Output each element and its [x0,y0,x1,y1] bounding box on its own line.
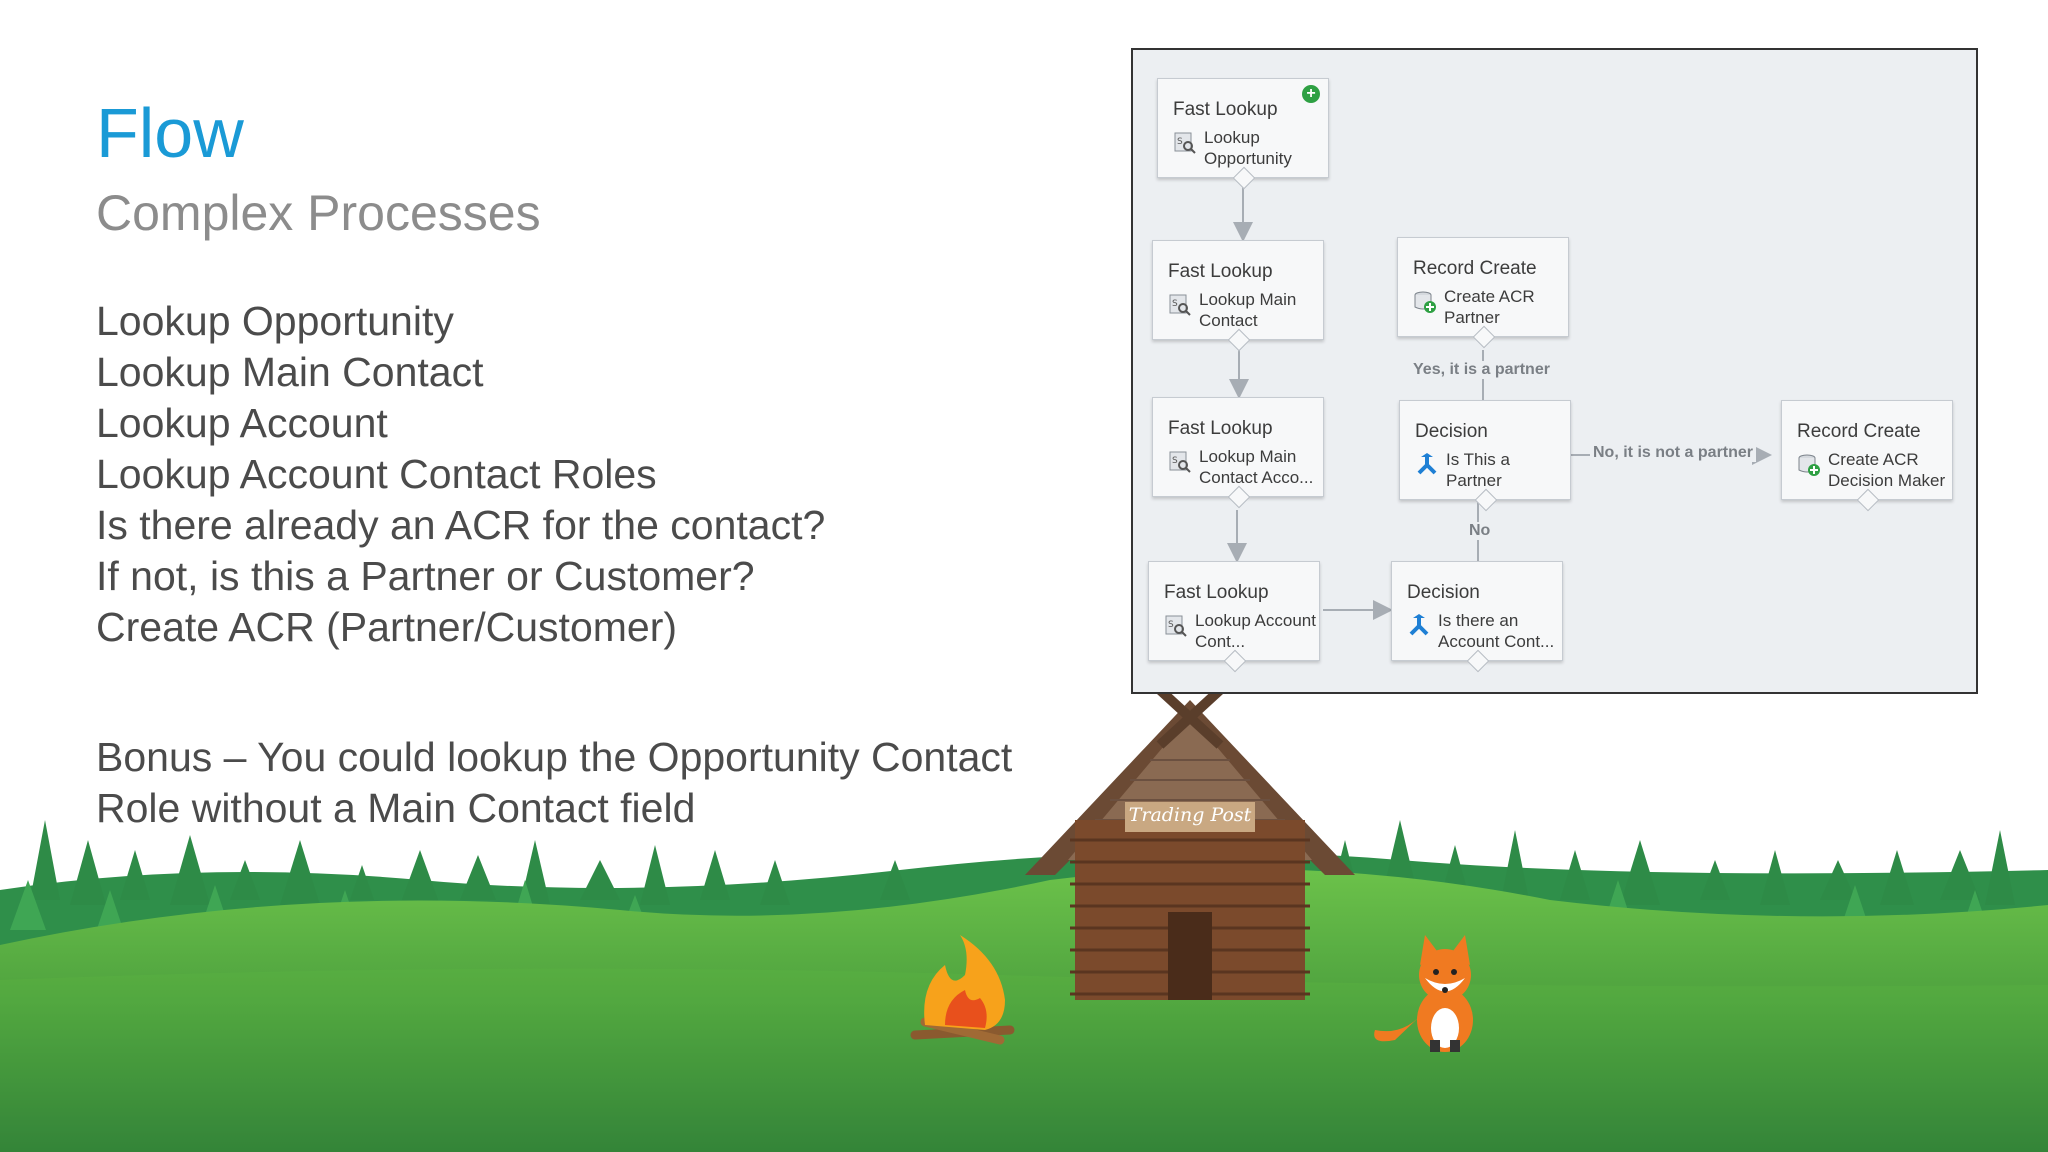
svg-text:S: S [1168,620,1174,630]
node-label: Is This a Partner [1446,450,1510,490]
node-type: Decision [1407,582,1480,603]
flow-node-fast-lookup[interactable]: Fast Lookup S Lookup Account Cont... [1148,561,1320,673]
decision-icon [1417,453,1437,475]
fast-lookup-icon: S [1169,451,1191,473]
node-label: Create ACR Partner [1444,287,1535,327]
fox [1374,935,1473,1052]
connector-label-yes: Yes, it is a partner [1410,361,1553,379]
flow-node-decision[interactable]: Decision Is there an Account Cont... [1391,561,1563,673]
bullet-item: If not, is this a Partner or Customer? [96,553,755,599]
svg-text:S: S [1177,137,1183,147]
campfire [910,935,1015,1045]
fast-lookup-icon: S [1165,615,1187,637]
bonus-note: Bonus – You could lookup the Opportunity… [96,734,1013,831]
node-type: Fast Lookup [1173,99,1278,120]
bullet-item: Create ACR (Partner/Customer) [96,604,678,650]
node-label: Is there an Account Cont... [1438,611,1555,651]
flow-node-fast-lookup[interactable]: Fast Lookup S Lookup Main Contact Acco..… [1152,397,1324,509]
node-type: Record Create [1797,421,1921,442]
flow-diagram-panel: + Fast Lookup S Lookup Opportunity Fast … [1131,48,1978,694]
connector-label-no-partner: No, it is not a partner [1590,444,1757,462]
svg-text:S: S [1172,456,1178,466]
cabin [1025,686,1355,1000]
connector-label-no: No [1466,522,1494,540]
node-type: Decision [1415,421,1488,442]
bullet-list: Lookup Opportunity Lookup Main Contact L… [96,296,825,653]
flow-node-fast-lookup[interactable]: + Fast Lookup S Lookup Opportunity [1157,78,1329,190]
bullet-item: Lookup Account Contact Roles [96,451,657,497]
decision-icon [1409,614,1429,636]
trading-post-sign: Trading Post [1128,804,1252,826]
node-label: Create ACR Decision Maker [1828,450,1946,490]
start-icon: + [1302,85,1320,103]
node-label: Lookup Main Contact Acco... [1199,447,1314,487]
node-type: Fast Lookup [1168,261,1273,282]
record-create-icon [1414,291,1436,313]
node-type: Record Create [1413,258,1537,279]
node-type: Fast Lookup [1164,582,1269,603]
bullet-item: Is there already an ACR for the contact? [96,502,826,548]
bullet-item: Lookup Opportunity [96,298,454,344]
node-label: Lookup Main Contact [1199,290,1297,330]
node-label: Lookup Opportunity [1204,128,1292,168]
bullet-item: Lookup Main Contact [96,349,484,395]
record-create-icon [1798,454,1820,476]
slide-subtitle: Complex Processes [96,185,541,241]
flow-node-decision[interactable]: Decision Is This a Partner [1399,400,1571,512]
slide-title: Flow [96,94,244,172]
flow-node-fast-lookup[interactable]: Fast Lookup S Lookup Main Contact [1152,240,1324,352]
node-type: Fast Lookup [1168,418,1273,439]
bullet-item: Lookup Account [96,400,388,446]
svg-text:S: S [1172,299,1178,309]
node-label: Lookup Account Cont... [1195,611,1316,651]
fast-lookup-icon: S [1169,294,1191,316]
fast-lookup-icon: S [1174,132,1196,154]
flow-node-record-create[interactable]: Record Create Create ACR Decision Maker [1781,400,1953,512]
flow-node-record-create[interactable]: Record Create Create ACR Partner [1397,237,1569,349]
